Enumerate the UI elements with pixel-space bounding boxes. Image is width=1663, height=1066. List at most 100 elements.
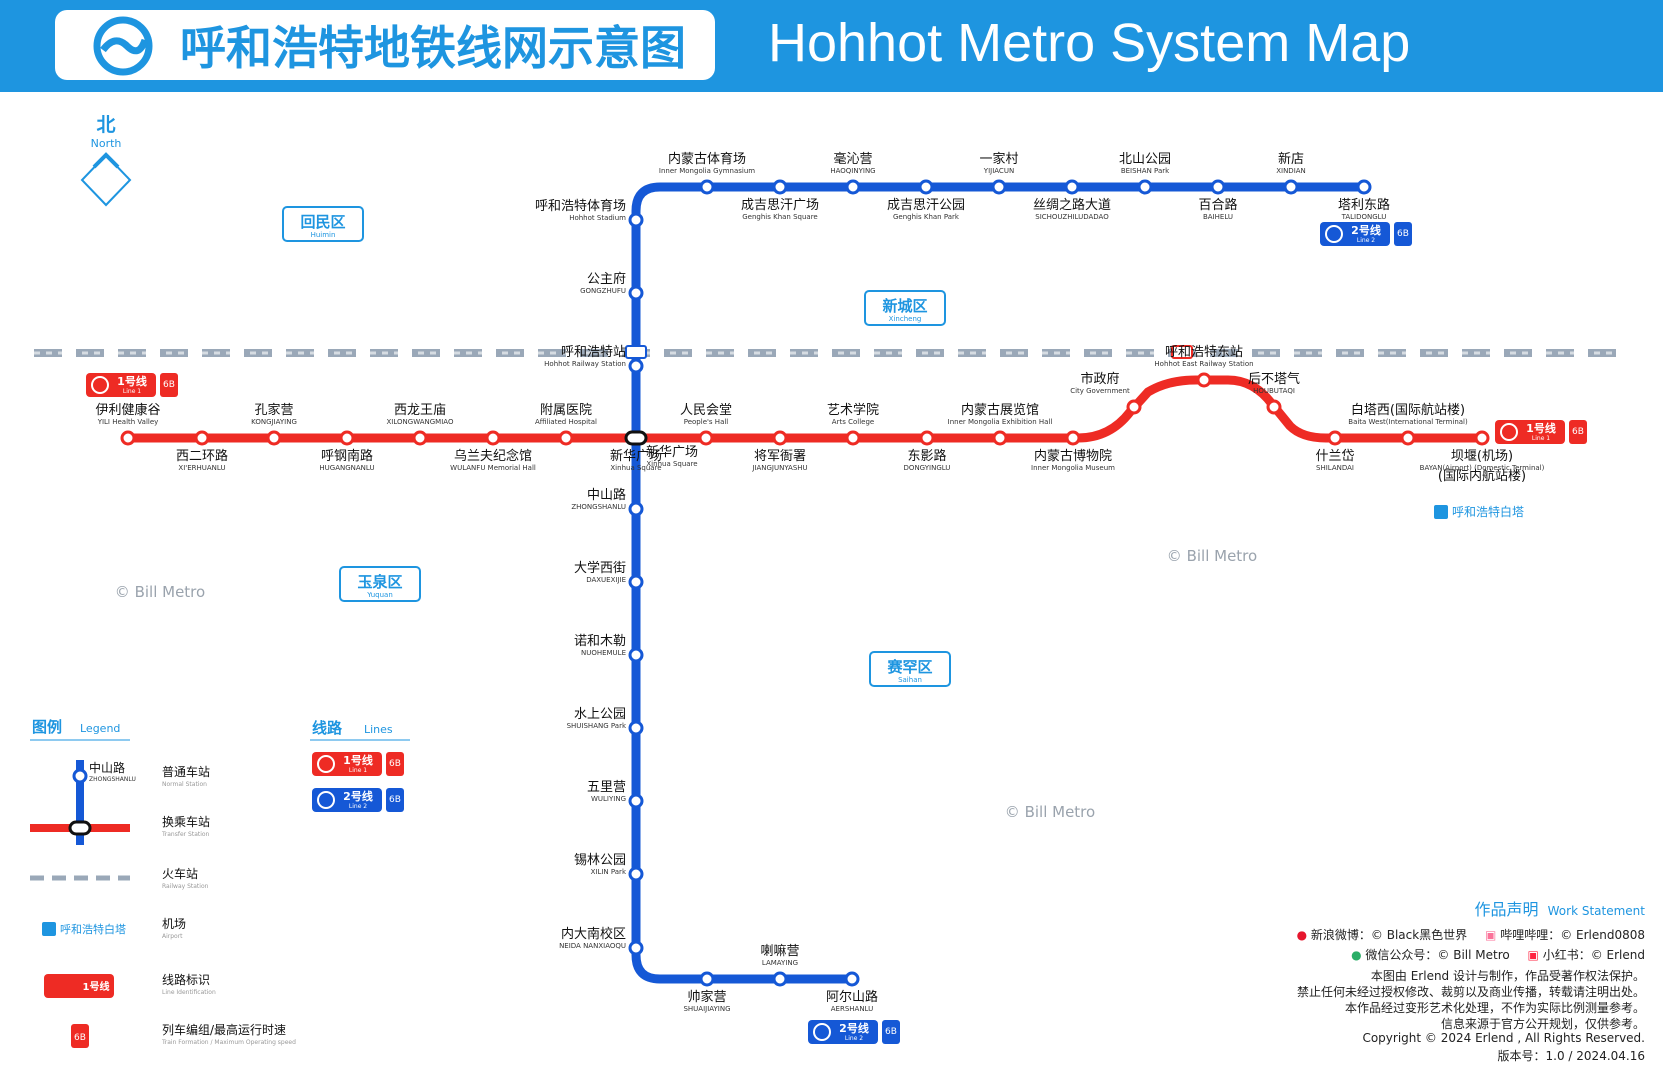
station-marker bbox=[772, 179, 788, 195]
station-name-cn: 白塔西(国际航站楼) bbox=[1351, 402, 1465, 418]
station-marker bbox=[991, 179, 1007, 195]
page-title-chinese: 呼和浩特地铁线网示意图 bbox=[180, 21, 686, 75]
train-badge-text: 6B bbox=[885, 1027, 897, 1037]
station-name-cn: 西龙王庙 bbox=[394, 403, 446, 418]
station-name-cn: 一家村 bbox=[979, 151, 1018, 167]
station-marker bbox=[628, 940, 644, 956]
station-name-en: XI'ERHUANLU bbox=[178, 464, 225, 472]
train-badge bbox=[882, 1020, 900, 1044]
station-name-cn: 呼和浩特站 bbox=[561, 345, 626, 360]
line-badge bbox=[1320, 222, 1390, 246]
station-name-en: Hohhot East Railway Station bbox=[1154, 360, 1253, 368]
station-marker bbox=[919, 430, 935, 446]
station-name-cn: 喇嘛营 bbox=[760, 943, 799, 959]
station-name-cn: 坝堰(机场) bbox=[1451, 449, 1513, 464]
station-marker bbox=[845, 430, 861, 446]
line-badge-cn: 2号线 bbox=[839, 1021, 869, 1035]
station-name-cn: 后不塔气 bbox=[1248, 371, 1300, 387]
station-name-en: JIANGJUNYASHU bbox=[751, 464, 807, 472]
station-name-cn: 公主府 bbox=[587, 272, 626, 287]
line-badge bbox=[86, 373, 156, 397]
station-name-en: HUGANGNANLU bbox=[319, 464, 374, 472]
legend-transfer-marker bbox=[68, 820, 92, 836]
train-badge-text: 6B bbox=[389, 795, 401, 805]
station-name-en: Hohhot Railway Station bbox=[544, 360, 626, 368]
station-name-cn: 新店 bbox=[1278, 151, 1304, 167]
station-name-en: Genghis Khan Park bbox=[893, 213, 960, 221]
line-2-path bbox=[631, 182, 1364, 984]
station-name-en: Xinhua Square bbox=[610, 464, 661, 472]
train-badge bbox=[160, 373, 178, 397]
station-marker bbox=[1400, 430, 1416, 446]
train-badge-text: 6B bbox=[163, 380, 175, 390]
train-badge bbox=[386, 788, 404, 812]
station-name-en: AERSHANLU bbox=[831, 1005, 873, 1013]
station-name-cn: 孔家营 bbox=[254, 402, 293, 418]
station-name-cn: 帅家营 bbox=[687, 989, 726, 1005]
version: 版本号：1.0 / 2024.04.16 bbox=[1497, 1049, 1645, 1063]
station-name-en: BEISHAN Park bbox=[1121, 167, 1170, 175]
station-name-en: LAMAYING bbox=[762, 959, 798, 967]
district-name-cn: 赛罕区 bbox=[886, 658, 932, 676]
station-marker bbox=[628, 501, 644, 517]
station-marker bbox=[918, 179, 934, 195]
district-name-cn: 玉泉区 bbox=[357, 573, 402, 591]
station-marker bbox=[1327, 430, 1343, 446]
legend-item-cn: 普通车站 bbox=[162, 764, 210, 779]
station-marker bbox=[772, 430, 788, 446]
station-name-cn: 锡林公园 bbox=[574, 853, 626, 868]
station-name-en: DONGYINGLU bbox=[904, 464, 951, 472]
station-name-cn: 诺和木勒 bbox=[574, 634, 626, 649]
district-name-en: Huimin bbox=[311, 231, 336, 239]
station-marker bbox=[628, 574, 644, 590]
statement-line: 本作品经过变形艺术化处理，不作为实际比例测量参考。 bbox=[1344, 1001, 1645, 1015]
station-marker bbox=[1474, 430, 1490, 446]
station-marker bbox=[1210, 179, 1226, 195]
legend-item-cn: 列车编组/最高运行时速 bbox=[162, 1022, 286, 1037]
train-badge bbox=[1394, 222, 1412, 246]
legend-station-marker bbox=[72, 768, 88, 784]
metro-logo-icon bbox=[317, 791, 335, 809]
stations bbox=[120, 179, 1490, 987]
line-badge-cn: 1号线 bbox=[343, 753, 373, 767]
train-badge bbox=[1569, 420, 1587, 444]
station-name-cn: 呼钢南路 bbox=[321, 448, 373, 464]
statement-line: 禁止任何未经过授权修改、裁剪以及商业传播，转载请注明出处。 bbox=[1296, 985, 1645, 999]
legend-item-en: Transfer Station bbox=[161, 831, 210, 838]
legend-sample-station-en: ZHONGSHANLU bbox=[89, 776, 136, 783]
station-marker bbox=[628, 793, 644, 809]
station-name-en: BAYAN(Airport) (Domestic Terminal) bbox=[1420, 464, 1545, 472]
station-name-en: Inner Mongolia Gymnasium bbox=[659, 167, 755, 175]
xiaohongshu-text: 小红书：© Erlend bbox=[1542, 948, 1645, 962]
metro-lines bbox=[128, 182, 1482, 984]
station-marker bbox=[1126, 399, 1142, 415]
station-name-en: BAIHELU bbox=[1203, 213, 1233, 221]
watermark: © Bill Metro bbox=[115, 583, 205, 601]
station-name-en: WULANFU Memorial Hall bbox=[450, 464, 536, 472]
legend-item-en: Line Identification bbox=[162, 989, 216, 996]
line-badge-en: Line 1 bbox=[123, 388, 141, 395]
weibo-icon: ● bbox=[1296, 928, 1308, 942]
legend-item-en: Railway Station bbox=[162, 883, 209, 890]
legend-item-cn: 换乘车站 bbox=[162, 814, 210, 829]
district-box bbox=[869, 651, 951, 687]
station-name-cn: 水上公园 bbox=[574, 707, 626, 722]
line-badge-en: Line 2 bbox=[1357, 237, 1375, 244]
district-name-cn: 回民区 bbox=[300, 213, 345, 231]
wechat-icon: ● bbox=[1351, 948, 1362, 962]
station-name-cn: 西二环路 bbox=[176, 448, 228, 464]
station-marker bbox=[699, 179, 715, 195]
station-name-en: Genghis Khan Square bbox=[742, 213, 818, 221]
station-name-en: NUOHEMULE bbox=[581, 649, 626, 657]
watermark: © Bill Metro bbox=[1167, 547, 1257, 565]
station-marker bbox=[1065, 430, 1081, 446]
legend-line-badge-text: 1号线 bbox=[83, 980, 110, 993]
district-name-en: Yuquan bbox=[366, 591, 393, 599]
station-name-cn: 塔利东路 bbox=[1338, 197, 1390, 213]
station-name-cn: 成吉思汗公园 bbox=[887, 198, 965, 213]
station-name-cn: 将军衙署 bbox=[754, 449, 806, 464]
lines-box-title-en: Lines bbox=[364, 723, 393, 736]
title-box bbox=[55, 10, 715, 80]
